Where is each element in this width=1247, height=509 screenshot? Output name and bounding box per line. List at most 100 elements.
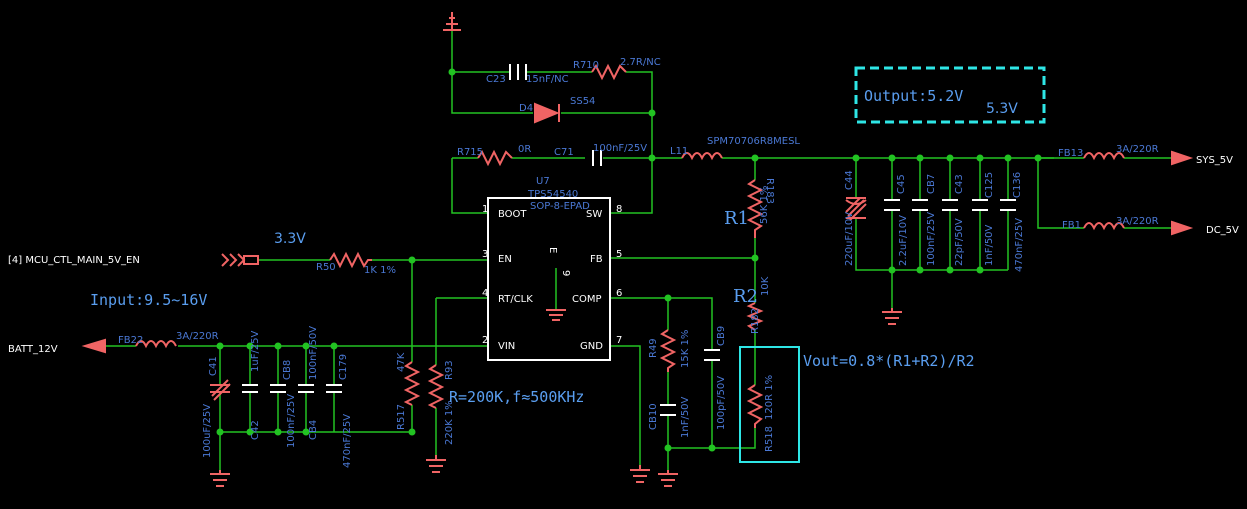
resistor-r710 (591, 63, 627, 81)
resistor-r518 (746, 384, 764, 428)
ferrite-fb13 (1083, 152, 1125, 161)
fb13-value: 3A/220R (1116, 144, 1159, 155)
cb4-value: 100nF/50V (308, 326, 319, 380)
resistor-r183 (746, 179, 764, 238)
net-label-battery: BATT_12V (8, 344, 58, 355)
ground-symbol-output (882, 308, 902, 325)
annotation-output: Output:5.2V (864, 87, 963, 105)
cb8-ref: CB8 (282, 360, 293, 380)
c44-value: 220uF/10V (844, 212, 855, 266)
d4-value: SS54 (570, 96, 595, 107)
thermal-pad-label: E (547, 247, 558, 253)
ground-symbol-r93 (426, 455, 446, 473)
c125-value: 1nF/50V (984, 224, 995, 266)
c125-ref: C125 (984, 172, 995, 198)
resistor-r93 (427, 364, 445, 409)
ground-symbol-epad (546, 309, 566, 321)
c136-ref: C136 (1012, 172, 1023, 198)
pin-rtclk: RT/CLK (498, 294, 533, 305)
chip-part: TPS54540 (527, 189, 578, 200)
r183-ref: R183 (764, 178, 775, 204)
r182-value: 10K (760, 276, 771, 296)
components (81, 12, 1194, 487)
capacitor-cb7 (912, 199, 928, 211)
fb22-value: 3A/220R (176, 331, 219, 342)
cb9-value: 100pF/50V (716, 376, 727, 430)
r182-ref: R182 (750, 308, 761, 334)
pin-comp: COMP (572, 294, 602, 305)
r93-ref: R93 (444, 360, 455, 380)
cb4-ref: CB4 (308, 420, 319, 440)
c71-value: 100nF/25V (593, 143, 647, 154)
junctions (216, 68, 1042, 452)
output-note-box (854, 66, 1046, 124)
d4-ref: D4 (519, 103, 533, 114)
chip-package: SOP-8-EPAD (530, 201, 590, 212)
cb9-ref: CB9 (716, 326, 727, 346)
c41-ref: C41 (208, 356, 219, 376)
c136-value: 470nF/25V (1014, 218, 1025, 272)
c41-value: 100uF/25V (202, 404, 213, 458)
capacitor-c23 (509, 64, 527, 80)
inductor-l11 (681, 152, 723, 161)
fb13-ref: FB13 (1058, 148, 1083, 159)
r710-value: 2.7R/NC (620, 57, 661, 68)
capacitor-c41 (210, 379, 231, 401)
c44-ref: C44 (844, 170, 855, 190)
capacitor-cb10 (660, 404, 676, 416)
feedback-highlight-box (739, 346, 800, 463)
capacitor-c42 (242, 384, 258, 393)
net-label-dc: DC_5V (1206, 225, 1239, 236)
pin-num-6: 6 (616, 288, 622, 299)
c45-value: 2.2uF/10V (898, 215, 909, 266)
resistor-r50 (329, 251, 372, 269)
capacitor-c71 (592, 150, 602, 166)
c42-ref: C42 (250, 420, 261, 440)
pin-num-1: 1 (482, 204, 488, 215)
pin-num-9: 9 (560, 270, 571, 276)
capacitor-c45 (884, 199, 900, 211)
r93-value: 220K 1% (444, 400, 455, 445)
r517-ref: R517 (396, 404, 407, 430)
r50-ref: R50 (316, 262, 336, 273)
ferrite-fb22 (135, 340, 177, 349)
r183-value: 56K 1% (759, 186, 770, 224)
c42-value: 1uF/25V (250, 330, 261, 372)
cb8-value: 100nF/25V (286, 394, 297, 448)
pin-num-2: 2 (482, 335, 488, 346)
annotation-formula: Vout=0.8*(R1+R2)/R2 (803, 352, 975, 370)
c43-ref: C43 (954, 174, 965, 194)
r518-value: 120R 1% (764, 375, 775, 420)
pin-num-7: 7 (616, 335, 622, 346)
pin-num-4: 4 (482, 288, 488, 299)
annotation-r2: R2 (733, 286, 758, 307)
r49-ref: R49 (648, 338, 659, 358)
l11-ref: L11 (670, 146, 688, 157)
net-label-sys: SYS_5V (1196, 155, 1233, 166)
ferrite-fb1 (1083, 222, 1125, 231)
cb10-ref: CB10 (648, 403, 659, 430)
pin-sw: SW (586, 209, 602, 220)
r715-ref: R715 (457, 147, 483, 158)
r715-value: 0R (518, 144, 531, 155)
wires (105, 30, 1172, 470)
capacitor-cb4 (298, 384, 314, 393)
r518-ref: R518 (764, 426, 775, 452)
cb7-value: 100nF/25V (926, 212, 937, 266)
capacitor-c43 (942, 199, 958, 211)
pin-vin: VIN (498, 341, 515, 352)
annotation-3v3: 3.3V (274, 231, 306, 247)
resistor-r517 (403, 361, 421, 406)
pin-num-3: 3 (482, 249, 488, 260)
c71-ref: C71 (554, 147, 574, 158)
capacitor-c44 (845, 197, 867, 221)
capacitor-cb9 (704, 349, 720, 361)
c45-ref: C45 (896, 174, 907, 194)
c23-ref: C23 (486, 74, 506, 85)
net-arrow-dc (1171, 220, 1194, 236)
fb1-value: 3A/220R (1116, 216, 1159, 227)
net-arrow-en (221, 253, 259, 267)
c179-ref: C179 (338, 354, 349, 380)
capacitor-c125 (972, 199, 988, 211)
